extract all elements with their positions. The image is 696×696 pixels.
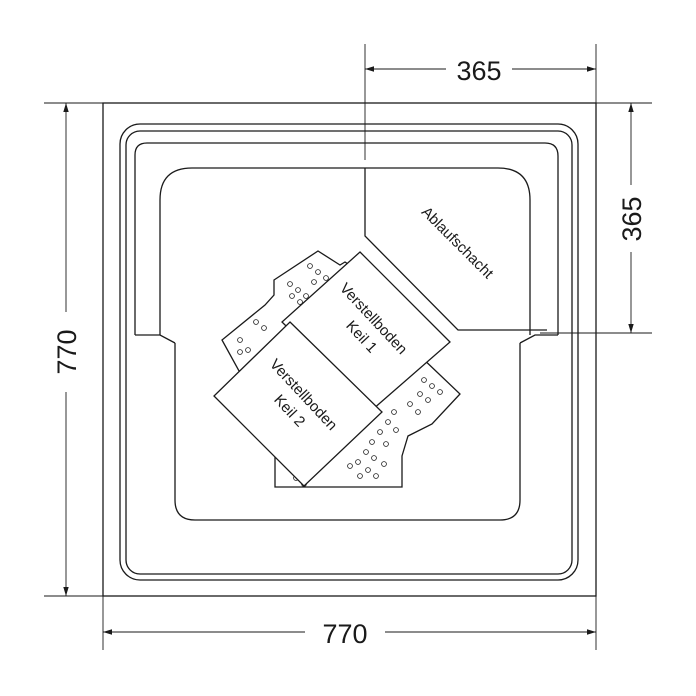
- dimension-top: 365: [364, 44, 597, 160]
- outer-frame: [102, 102, 597, 597]
- dimension-right-value: 365: [617, 196, 647, 241]
- basin-ledge-right: [519, 334, 558, 344]
- tray-rim-outer: [119, 123, 579, 581]
- basin-upper-wall: [134, 142, 559, 335]
- dimension-left-value: 770: [52, 329, 82, 374]
- dimension-bottom-value: 770: [322, 619, 367, 649]
- dimension-top-value: 365: [456, 56, 501, 86]
- drain-shaft-label: Ablaufschacht: [418, 203, 497, 282]
- tray-rim-inner: [125, 130, 573, 575]
- wedge-2: Verstellboden Keil 2: [213, 321, 383, 487]
- wedge-1: Verstellboden Keil 1: [281, 251, 451, 411]
- dimension-bottom: 770: [102, 596, 597, 650]
- basin-lower-floor: [174, 343, 521, 521]
- dimension-left: 770: [44, 102, 103, 597]
- basin-ledge-left: [135, 334, 176, 344]
- basin-floor: [159, 167, 531, 335]
- drain-shaft-outline: [364, 168, 547, 331]
- dimension-right: 365: [540, 102, 652, 334]
